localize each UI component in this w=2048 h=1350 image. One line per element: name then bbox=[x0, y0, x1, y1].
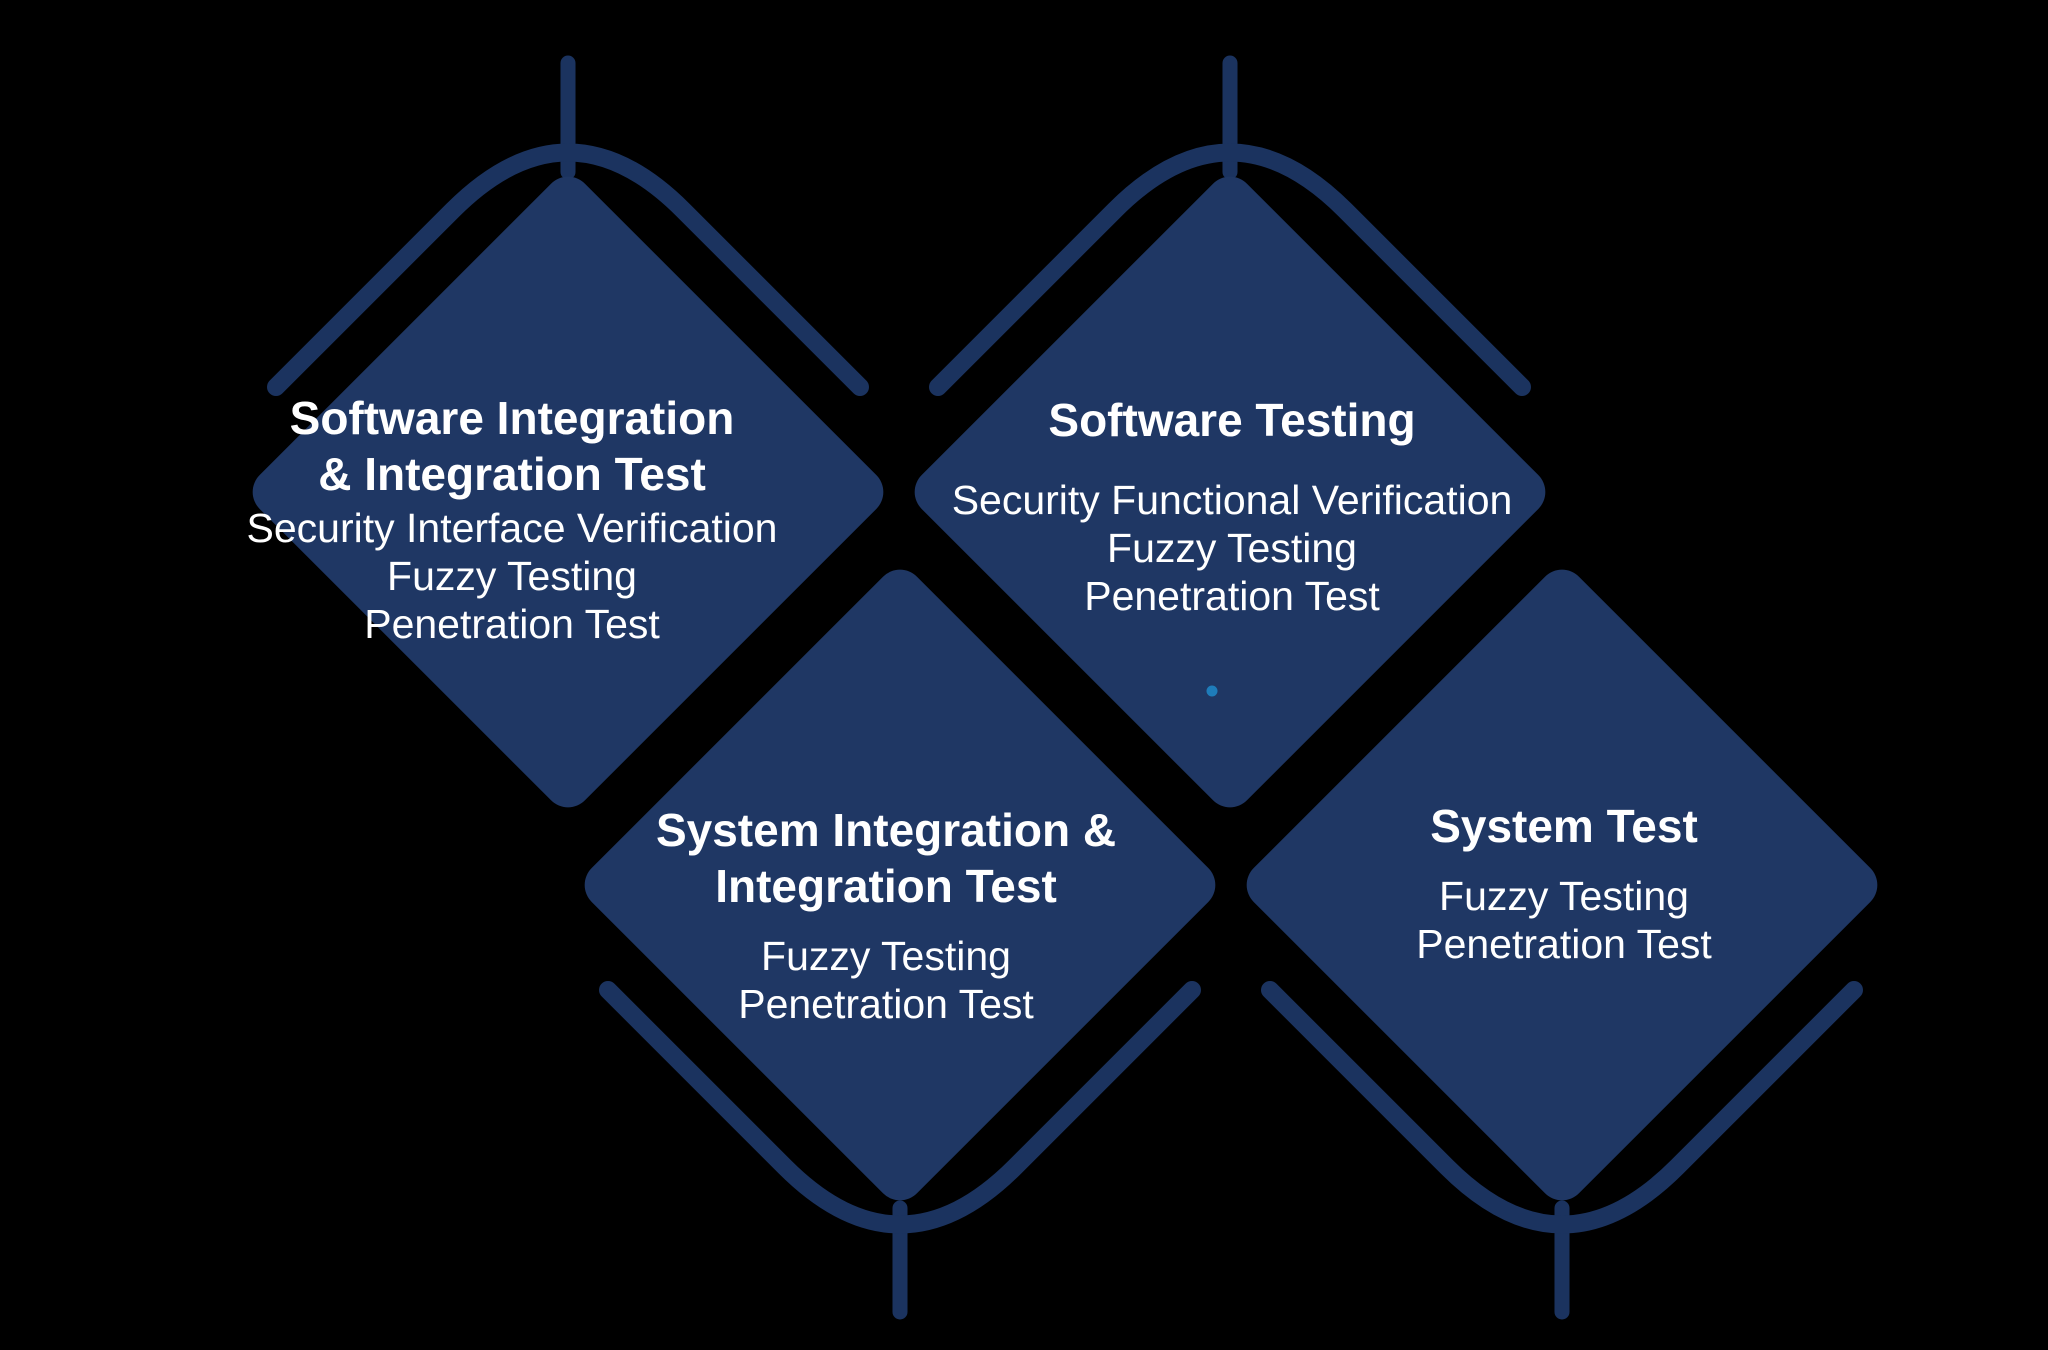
body-line: Fuzzy Testing bbox=[1439, 873, 1689, 919]
milestone-body: Security Functional Verification Fuzzy T… bbox=[882, 476, 1582, 620]
chevron-bracket bbox=[267, 143, 869, 396]
body-line: Penetration Test bbox=[738, 981, 1034, 1027]
body-line: Fuzzy Testing bbox=[387, 553, 637, 599]
chevron-bracket bbox=[929, 143, 1531, 396]
milestone-text-software-integration: Software Integration & Integration Test … bbox=[162, 390, 862, 648]
body-line: Fuzzy Testing bbox=[761, 933, 1011, 979]
title-line: Integration Test bbox=[715, 860, 1057, 912]
milestone-title: Software Testing bbox=[882, 392, 1582, 448]
milestone-software-integration bbox=[252, 55, 884, 808]
body-line: Security Functional Verification bbox=[951, 477, 1513, 523]
bullet-dot bbox=[1206, 685, 1218, 697]
body-line: Security Interface Verification bbox=[246, 505, 778, 551]
body-line: Penetration Test bbox=[1084, 573, 1380, 619]
title-line: & Integration Test bbox=[318, 448, 706, 500]
milestone-body: Security Interface Verification Fuzzy Te… bbox=[162, 504, 862, 648]
diamond-shape bbox=[1246, 569, 1878, 1201]
title-line: Software Integration bbox=[289, 392, 735, 444]
body-line: Penetration Test bbox=[364, 601, 660, 647]
milestone-title: System Integration & Integration Test bbox=[536, 802, 1236, 914]
body-line: Fuzzy Testing bbox=[1107, 525, 1357, 571]
diamond-shape bbox=[584, 569, 1216, 1201]
milestone-body: Fuzzy Testing Penetration Test bbox=[1214, 872, 1914, 968]
chevron-bracket bbox=[599, 981, 1201, 1234]
body-line: Penetration Test bbox=[1416, 921, 1712, 967]
milestone-system-test bbox=[1246, 569, 1878, 1320]
title-line: System Test bbox=[1430, 800, 1698, 852]
diamond-shape bbox=[252, 176, 884, 808]
milestone-title: Software Integration & Integration Test bbox=[162, 390, 862, 502]
title-line: Software Testing bbox=[1048, 394, 1416, 446]
milestone-text-system-test: System Test Fuzzy Testing Penetration Te… bbox=[1214, 798, 1914, 968]
milestone-system-integration bbox=[584, 569, 1216, 1320]
milestone-software-testing bbox=[914, 55, 1546, 808]
diamond-shape bbox=[914, 176, 1546, 808]
milestone-body: Fuzzy Testing Penetration Test bbox=[536, 932, 1236, 1028]
milestone-text-system-integration: System Integration & Integration Test Fu… bbox=[536, 802, 1236, 1028]
milestone-title: System Test bbox=[1214, 798, 1914, 854]
title-line: System Integration & bbox=[655, 804, 1117, 856]
chevron-bracket bbox=[1261, 981, 1863, 1234]
milestone-text-software-testing: Software Testing Security Functional Ver… bbox=[882, 392, 1582, 620]
